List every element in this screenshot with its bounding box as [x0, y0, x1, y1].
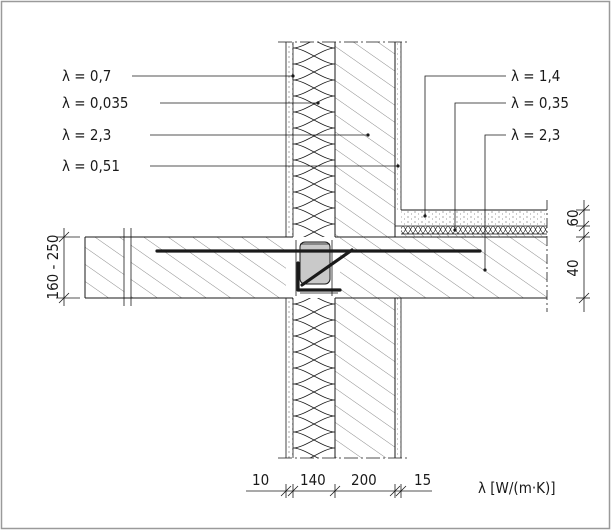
lambda-label-concrete: λ = 2,3: [62, 126, 111, 144]
dim-slab-label: 40: [564, 259, 582, 276]
lambda-label-plaster: λ = 0,7: [62, 67, 111, 85]
floor-buildup: [395, 209, 547, 237]
dimension-bottom: [246, 484, 432, 498]
lambda-label-screed: λ = 1,4: [511, 67, 560, 85]
unit-label: λ [W/(m·K)]: [478, 479, 556, 497]
lambda-label-insulation: λ = 0,035: [62, 94, 128, 112]
wall-upper: [286, 42, 401, 237]
screed: [401, 210, 547, 226]
dim-wall: 200: [351, 471, 377, 489]
dimension-left: [56, 228, 80, 306]
dim-render: 15: [414, 471, 431, 489]
dim-plaster: 10: [252, 471, 269, 489]
dimension-right: [576, 200, 590, 312]
wall-insulation-upper: [293, 42, 335, 237]
impact-insulation: [401, 226, 547, 234]
wall-lower: [286, 298, 401, 458]
lambda-label-render: λ = 0,51: [62, 157, 120, 175]
lambda-label-slab: λ = 2,3: [511, 126, 560, 144]
wall-masonry-upper: [335, 42, 395, 237]
floor-slab: [84, 200, 548, 312]
dim-insulation: 140: [300, 471, 326, 489]
thermal-break-element: [155, 237, 482, 298]
lambda-label-impact-insulation: λ = 0,35: [511, 94, 569, 112]
dim-slab-thickness: 160 - 250: [44, 235, 62, 300]
dim-screed-height: 60: [564, 209, 582, 226]
wall-masonry-lower: [335, 298, 395, 458]
leaders-right: [423, 75, 506, 272]
wall-insulation-lower: [293, 298, 335, 458]
leaders-left: [132, 74, 400, 168]
